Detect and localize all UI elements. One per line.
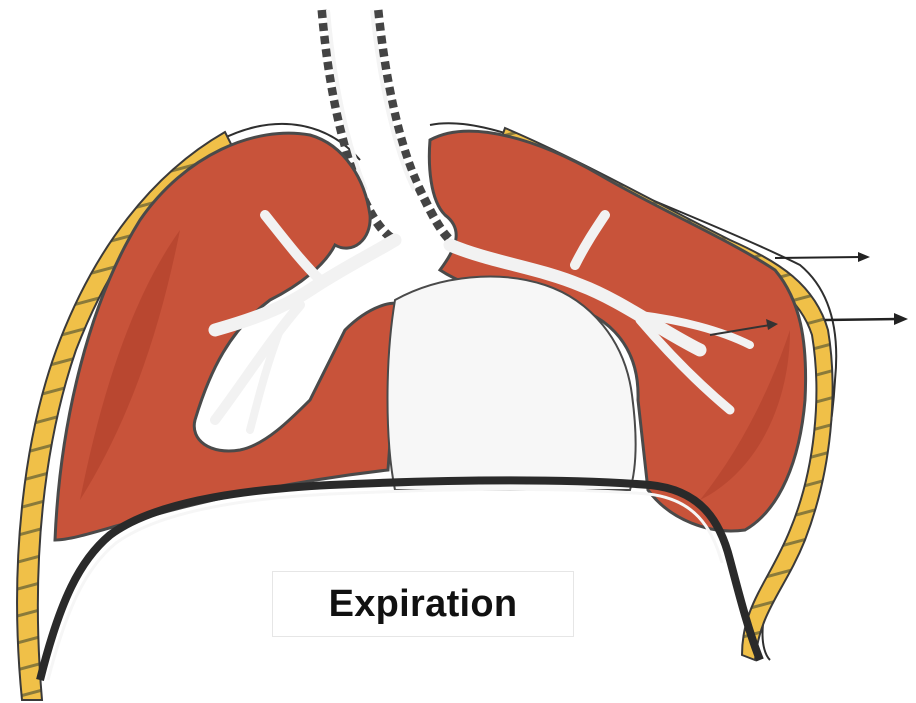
arrow-right-icon xyxy=(825,313,908,325)
left-lung xyxy=(55,133,400,540)
caption-label: Expiration xyxy=(329,583,518,626)
caption-box: Expiration xyxy=(272,571,574,637)
